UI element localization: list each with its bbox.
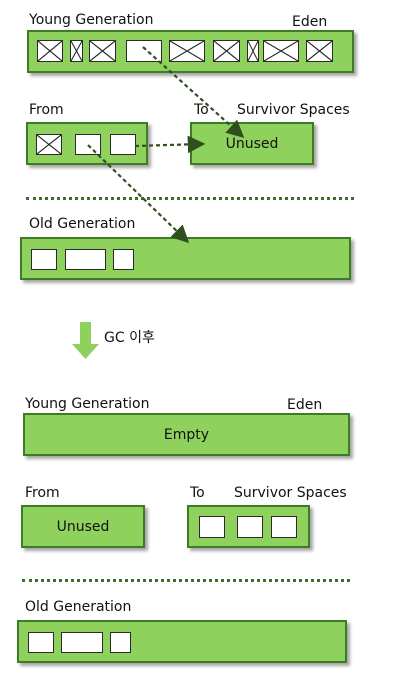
after-eden-label: Eden <box>287 397 323 413</box>
after-to-space <box>187 505 310 548</box>
after-to-label: To <box>190 485 205 501</box>
gc-transition-label: GC 이후 <box>104 330 155 346</box>
eden-occupied-cell <box>89 40 116 62</box>
before-to-label: To <box>194 102 209 118</box>
before-young-generation-label: Young Generation <box>29 12 154 28</box>
before-generation-divider <box>26 197 354 200</box>
after-young-generation-label: Young Generation <box>25 396 150 412</box>
after-eden-space: Empty <box>23 413 350 456</box>
before-from-label: From <box>29 102 64 118</box>
eden-occupied-cell <box>306 40 333 62</box>
after-old-space <box>17 620 347 663</box>
old-object-cell <box>65 249 106 270</box>
eden-occupied-cell <box>247 40 259 62</box>
eden-occupied-cell <box>263 40 299 62</box>
after-old-generation-label: Old Generation <box>25 599 132 615</box>
old-object-cell <box>31 249 57 270</box>
before-to-content: Unused <box>225 136 279 152</box>
after-from-label: From <box>25 485 60 501</box>
old-object-cell <box>28 632 54 653</box>
before-from-space <box>26 122 148 165</box>
survivor-object-cell <box>199 516 225 538</box>
eden-occupied-cell <box>169 40 205 62</box>
after-from-content: Unused <box>56 519 110 535</box>
after-from-space: Unused <box>21 505 145 548</box>
old-object-cell <box>110 632 131 653</box>
survivor-object-cell <box>271 516 297 538</box>
old-object-cell <box>113 249 134 270</box>
before-survivor-spaces-label: Survivor Spaces <box>237 102 350 118</box>
eden-occupied-cell <box>213 40 240 62</box>
from-live-object-cell <box>110 134 136 155</box>
survivor-object-cell <box>237 516 263 538</box>
from-live-object-cell <box>75 134 101 155</box>
before-eden-label: Eden <box>292 14 328 30</box>
eden-occupied-cell <box>70 40 83 62</box>
after-generation-divider <box>22 579 350 582</box>
before-old-generation-label: Old Generation <box>29 216 136 232</box>
before-old-space <box>20 237 351 280</box>
from-occupied-cell <box>36 134 62 155</box>
old-object-cell <box>61 632 103 653</box>
after-eden-content: Empty <box>163 427 210 443</box>
after-survivor-spaces-label: Survivor Spaces <box>234 485 347 501</box>
before-eden-space <box>27 30 354 73</box>
eden-live-object-cell <box>126 40 162 62</box>
before-to-space: Unused <box>190 122 314 165</box>
eden-occupied-cell <box>37 40 63 62</box>
